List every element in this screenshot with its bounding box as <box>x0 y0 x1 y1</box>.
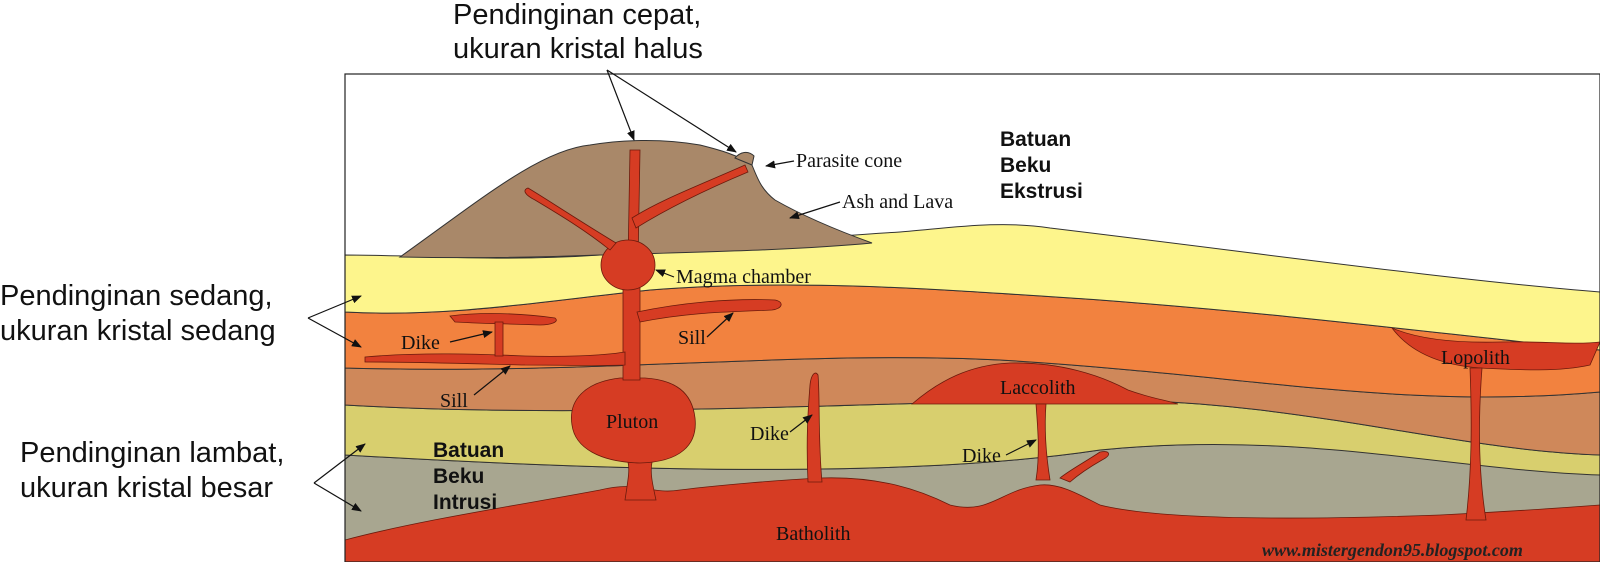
medium-cooling-line-2: ukuran kristal sedang <box>0 315 276 347</box>
dike-left-top <box>449 313 557 326</box>
slow-cooling-line-1: Pendinginan lambat, <box>20 437 284 469</box>
main-conduit <box>622 279 641 381</box>
label-lopolith: Lopolith <box>1441 347 1510 369</box>
batholith <box>345 477 1600 562</box>
extrusive-group-label: Batuan Beku Ekstrusi <box>1000 128 1083 203</box>
slow-cooling-line-2: ukuran kristal besar <box>20 472 273 504</box>
extrusive-line-1: Batuan <box>1000 128 1071 151</box>
extrusive-line-2: Beku <box>1000 154 1051 177</box>
fast-cooling-line-1: Pendinginan cepat, <box>453 0 701 31</box>
feature-arrows <box>449 160 1037 456</box>
cross-section-frame <box>344 73 1600 562</box>
pluton-stem <box>624 461 657 501</box>
label-dike-middle: Dike <box>750 423 789 445</box>
magma-bodies <box>345 149 1600 562</box>
label-pluton: Pluton <box>606 411 658 433</box>
medium-cooling-line-1: Pendinginan sedang, <box>0 280 273 312</box>
sill-upper <box>636 299 782 323</box>
label-ash-lava: Ash and Lava <box>842 191 953 213</box>
fast-cooling-line-2: ukuran kristal halus <box>453 33 703 65</box>
feature-labels: Parasite cone Ash and Lava Magma chamber… <box>401 150 1510 545</box>
label-slow-cooling: Pendinginan lambat, ukuran kristal besar <box>20 437 284 504</box>
pluton <box>571 377 696 464</box>
cooling-arrows <box>307 69 737 512</box>
label-parasite-cone: Parasite cone <box>796 150 902 172</box>
intrusive-group-label: Batuan Beku Intrusi <box>433 439 504 514</box>
label-dike-right: Dike <box>962 445 1001 467</box>
intrusive-line-3: Intrusi <box>433 491 497 514</box>
label-fast-cooling: Pendinginan cepat, ukuran kristal halus <box>453 0 703 65</box>
dike-left <box>494 321 504 357</box>
magma-chamber <box>600 239 656 291</box>
label-sill-lower: Sill <box>440 390 468 412</box>
lopolith <box>1390 327 1600 371</box>
label-medium-cooling: Pendinginan sedang, ukuran kristal sedan… <box>0 280 276 347</box>
parasite-cone-shape <box>734 151 755 166</box>
extrusive-line-3: Ekstrusi <box>1000 180 1083 203</box>
label-sill-upper: Sill <box>678 327 706 349</box>
intrusive-line-1: Batuan <box>433 439 504 462</box>
label-dike-left: Dike <box>401 332 440 354</box>
cross-section: Parasite cone Ash and Lava Magma chamber… <box>345 74 1600 562</box>
sill-lower <box>364 351 626 366</box>
label-magma-chamber: Magma chamber <box>676 266 811 288</box>
laccolith <box>910 362 1179 405</box>
label-laccolith: Laccolith <box>1000 377 1076 399</box>
watermark: www.mistergendon95.blogspot.com <box>1262 540 1523 560</box>
dike-right <box>1035 403 1051 481</box>
intrusive-line-2: Beku <box>433 465 484 488</box>
dike-middle <box>806 372 823 483</box>
label-batholith: Batholith <box>776 523 850 545</box>
